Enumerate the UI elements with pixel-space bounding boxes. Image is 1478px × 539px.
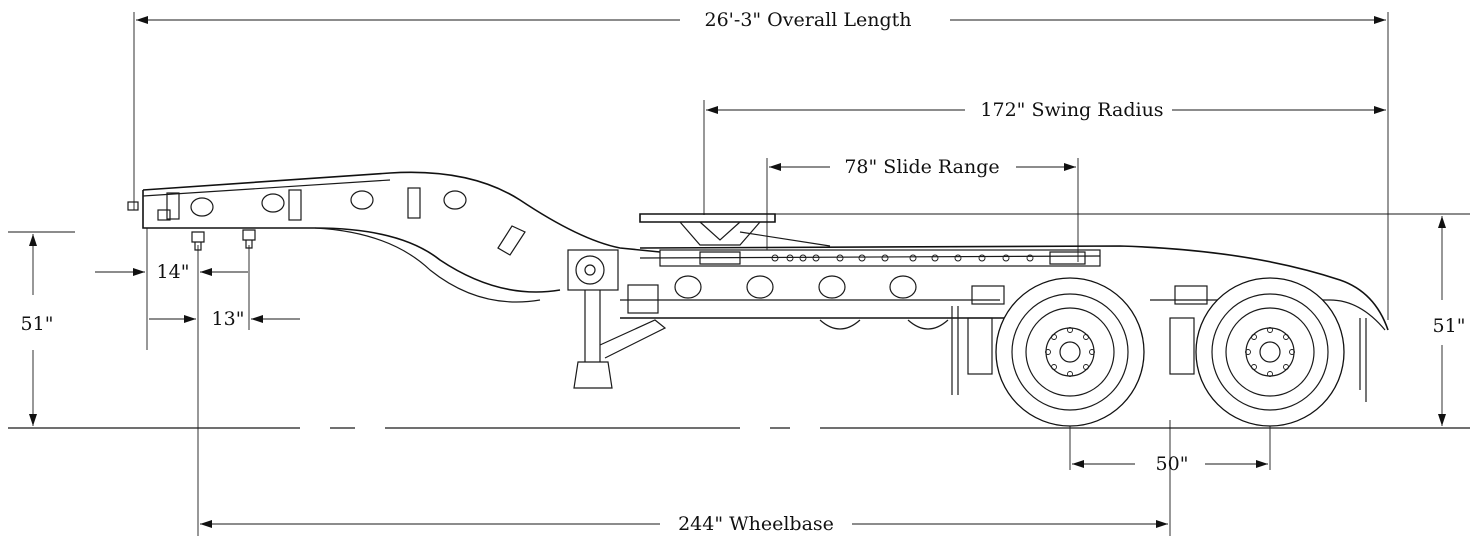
trailer-gooseneck: [127, 171, 661, 303]
overall-length-label: 26'-3" Overall Length: [705, 9, 912, 31]
axle-spread-label: 50": [1156, 453, 1189, 475]
offset-14-label: 14": [157, 261, 190, 283]
dim-axle-spread: 50": [1072, 453, 1268, 475]
wheel-front-axle: [995, 277, 1145, 427]
wheel-rear-axle: [1195, 277, 1345, 427]
extension-lines: [8, 12, 1470, 536]
dim-wheelbase: 244" Wheelbase: [200, 513, 1168, 535]
offset-13-label: 13": [212, 308, 245, 330]
swing-radius-label: 172" Swing Radius: [980, 99, 1163, 121]
fifth-wheel: [639, 213, 831, 247]
suspension: [951, 285, 1367, 402]
dim-offset-14: 14": [95, 261, 248, 283]
dim-left-height: 51": [21, 234, 54, 426]
dim-slide-range: 78" Slide Range: [769, 156, 1076, 178]
left-height-label: 51": [21, 313, 54, 335]
right-height-label: 51": [1433, 315, 1466, 337]
landing-gear: [567, 249, 667, 389]
trailer-main-frame: [620, 245, 1389, 331]
dim-overall-length: 26'-3" Overall Length: [136, 9, 1386, 31]
wheelbase-label: 244" Wheelbase: [678, 513, 834, 535]
dim-offset-13: 13": [149, 308, 300, 330]
dim-swing-radius: 172" Swing Radius: [706, 99, 1386, 121]
dim-right-height: 51": [1433, 216, 1466, 426]
slide-range-label: 78" Slide Range: [844, 156, 999, 178]
